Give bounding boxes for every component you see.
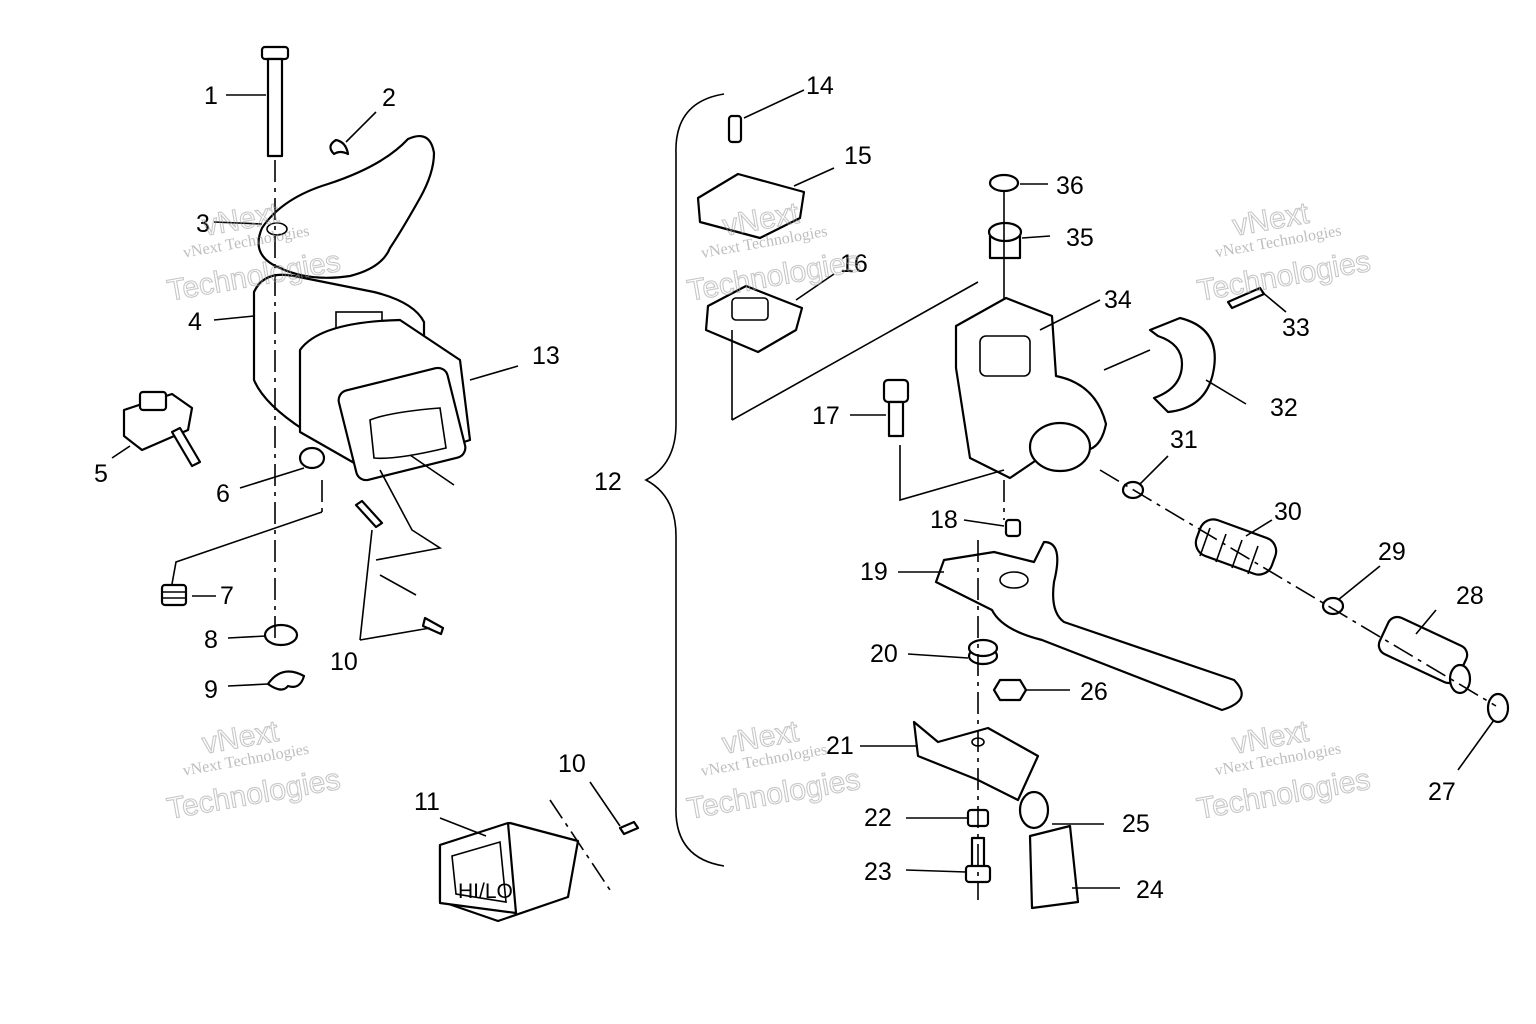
part-36-washer [988, 173, 1020, 193]
leader-lines [111, 89, 1495, 889]
callout-16: 16 [840, 250, 868, 278]
callout-10-b: 10 [558, 750, 586, 778]
throttle-assembly [122, 45, 472, 691]
callout-19: 19 [860, 558, 888, 586]
part-1-bolt [260, 45, 290, 158]
callout-7: 7 [220, 582, 234, 610]
part-16-diaphragm [704, 284, 804, 354]
callout-6: 6 [216, 480, 230, 508]
part-11-hilo-switch: HI/LO [438, 799, 640, 923]
callout-26: 26 [1080, 678, 1108, 706]
callout-1: 1 [204, 82, 218, 110]
callout-15: 15 [844, 142, 872, 170]
watermarks: vNext vNext Technologies Technologies vN… [164, 196, 1374, 826]
part-2-clip [329, 138, 350, 156]
callout-31: 31 [1170, 426, 1198, 454]
callout-8: 8 [204, 626, 218, 654]
callout-13: 13 [532, 342, 560, 370]
part-14-screw [727, 114, 743, 144]
callout-22: 22 [864, 804, 892, 832]
callout-18: 18 [930, 506, 958, 534]
brake-assembly [644, 93, 1510, 910]
callout-2: 2 [382, 84, 396, 112]
part-18-sleeve [1004, 518, 1022, 538]
callout-14: 14 [806, 72, 834, 100]
callout-9: 9 [204, 676, 218, 704]
watermark-bottom-left: vNext vNext Technologies Technologies [164, 714, 343, 826]
part-29-washer [1321, 596, 1345, 616]
callout-29: 29 [1378, 538, 1406, 566]
callout-4: 4 [188, 308, 202, 336]
part-5-connector [122, 390, 202, 468]
part-35-cup [987, 221, 1023, 260]
callout-17: 17 [812, 402, 840, 430]
watermark-top-right: vNext vNext Technologies Technologies [1194, 196, 1373, 308]
part-3-throttle-lever [257, 135, 436, 279]
part-8-washer [263, 623, 299, 647]
part-10-screws [354, 499, 445, 636]
switch-label: HI/LO [458, 880, 513, 903]
part-21-bracket [912, 720, 1040, 802]
callout-36: 36 [1056, 172, 1084, 200]
callout-5: 5 [94, 460, 108, 488]
part-9-clip [266, 670, 306, 691]
watermark-bottom-right: vNext vNext Technologies Technologies [1194, 714, 1373, 826]
callout-35: 35 [1066, 224, 1094, 252]
callout-27: 27 [1428, 778, 1456, 806]
callout-32: 32 [1270, 394, 1298, 422]
callout-3: 3 [196, 210, 210, 238]
part-30-spring [1194, 518, 1278, 576]
part-17-bolt [882, 378, 910, 438]
part-7-nut [160, 583, 188, 607]
callout-23: 23 [864, 858, 892, 886]
part-13-cover [298, 318, 472, 486]
callout-11: 11 [414, 788, 440, 816]
part-12-bracket [644, 93, 725, 867]
callout-33: 33 [1282, 314, 1310, 342]
part-32-clamp [1148, 316, 1216, 414]
callout-30: 30 [1274, 498, 1302, 526]
callout-12: 12 [594, 468, 622, 496]
part-15-cap [696, 172, 806, 240]
part-24-tag [1028, 824, 1080, 910]
part-26-nut [992, 678, 1028, 702]
part-19-brake-lever [934, 540, 1243, 712]
callout-24: 24 [1136, 876, 1164, 904]
callout-21: 21 [826, 732, 854, 760]
callout-labels: 1 2 3 4 5 6 7 8 9 10 10 11 12 13 14 15 1… [94, 72, 1484, 904]
part-25-ring [1018, 790, 1050, 830]
callout-10-a: 10 [330, 648, 358, 676]
callout-34: 34 [1104, 286, 1132, 314]
callout-28: 28 [1456, 582, 1484, 610]
callout-25: 25 [1122, 810, 1150, 838]
watermark-bottom-middle: vNext vNext Technologies Technologies [684, 714, 863, 826]
part-20-spring [967, 638, 999, 666]
callout-20: 20 [870, 640, 898, 668]
part-6-bushing [298, 446, 326, 470]
part-28-piston [1377, 615, 1472, 695]
part-27-oring [1486, 692, 1510, 724]
